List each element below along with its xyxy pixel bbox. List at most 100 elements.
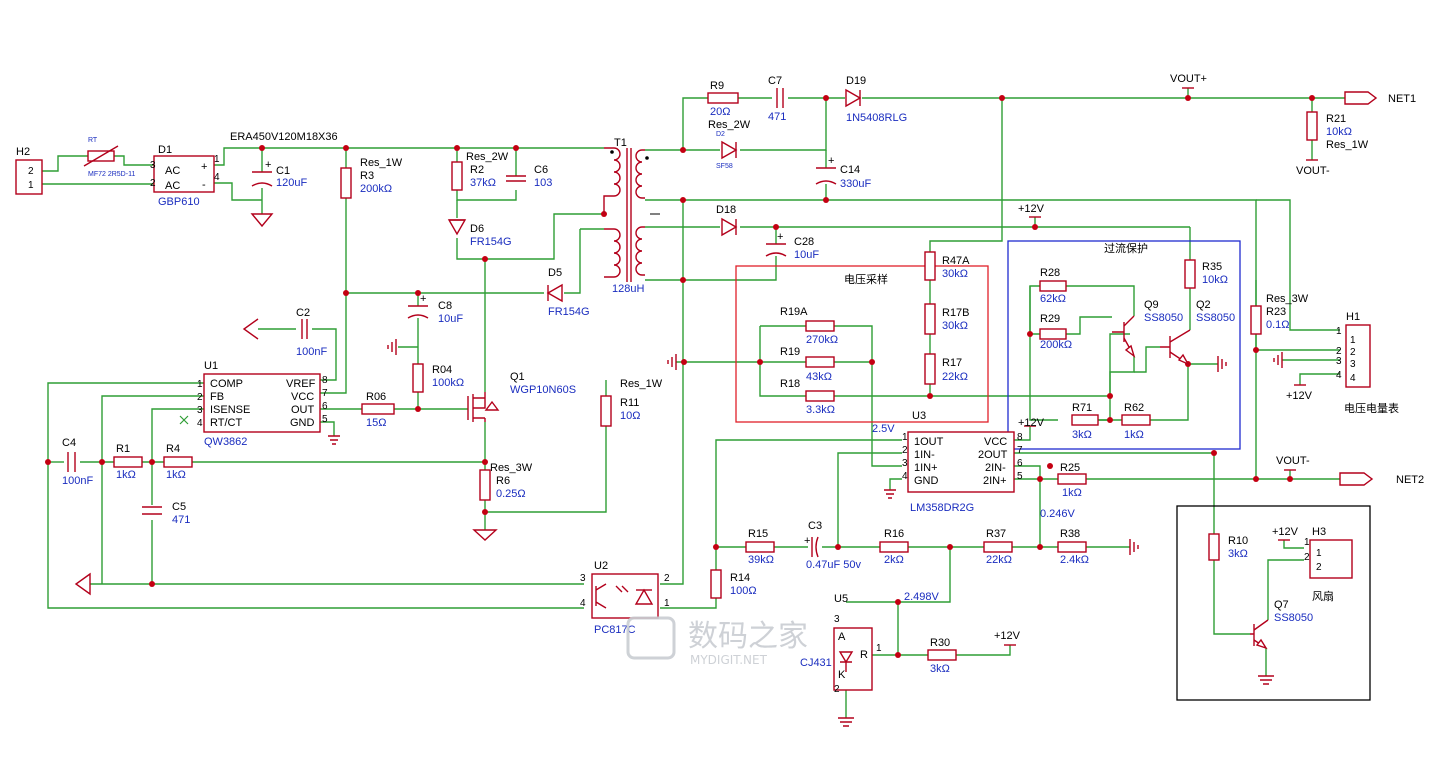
resistor-r71: R71 3kΩ (1071, 402, 1099, 441)
svg-text:Res_1W: Res_1W (1326, 139, 1369, 151)
svg-text:3kΩ: 3kΩ (930, 663, 950, 675)
svg-text:C7: C7 (768, 75, 782, 87)
svg-text:R25: R25 (1060, 462, 1080, 474)
svg-text:1: 1 (1336, 326, 1342, 337)
svg-text:C14: C14 (840, 164, 860, 176)
svg-text:D19: D19 (846, 75, 866, 87)
svg-text:2: 2 (664, 573, 670, 584)
svg-text:0.25Ω: 0.25Ω (496, 488, 526, 500)
svg-text:R47A: R47A (942, 255, 970, 267)
svg-text:Q7: Q7 (1274, 599, 1289, 611)
resistor-r16: R16 2kΩ (879, 528, 909, 566)
svg-text:C2: C2 (296, 307, 310, 319)
resistor-r1: R1 1kΩ (113, 443, 143, 481)
diode-d19: D19 1N5408RLG (845, 75, 907, 124)
annotation-2-5v: 2.5V (872, 423, 895, 435)
connector-h2: H2 2 1 (15, 146, 43, 195)
resistor-r21: R21 10kΩ Res_1W VOUT- (1296, 111, 1369, 177)
svg-text:R29: R29 (1040, 313, 1060, 325)
svg-text:2.4kΩ: 2.4kΩ (1060, 554, 1089, 566)
cap-label-era: ERA450V120M18X36 (230, 131, 338, 143)
svg-text:2: 2 (902, 445, 908, 456)
svg-text:VCC: VCC (291, 391, 314, 403)
svg-text:CJ431: CJ431 (800, 657, 832, 669)
svg-text:2: 2 (1336, 346, 1342, 357)
svg-text:103: 103 (534, 177, 552, 189)
resistor-r28: R28 62kΩ (1039, 267, 1067, 305)
net-flag-net2: NET2 (1339, 472, 1424, 486)
svg-text:3kΩ: 3kΩ (1228, 548, 1248, 560)
svg-text:R6: R6 (496, 475, 510, 487)
svg-text:2kΩ: 2kΩ (884, 554, 904, 566)
voltage-sampling-title: 电压采样 (844, 272, 888, 286)
svg-text:Res_2W: Res_2W (708, 119, 751, 131)
svg-text:风扇: 风扇 (1312, 589, 1334, 603)
svg-text:1IN+: 1IN+ (914, 462, 938, 474)
resistor-r9: R9 20Ω Res_2W (707, 80, 751, 131)
svg-text:3: 3 (197, 405, 203, 416)
svg-text:AC: AC (165, 180, 180, 192)
svg-text:1: 1 (214, 154, 220, 165)
svg-text:10uF: 10uF (438, 313, 463, 325)
svg-text:4: 4 (214, 172, 220, 183)
svg-text:R62: R62 (1124, 402, 1144, 414)
svg-text:Res_3W: Res_3W (490, 462, 533, 474)
svg-text:+: + (804, 535, 810, 547)
svg-text:R16: R16 (884, 528, 904, 540)
svg-text:471: 471 (768, 111, 786, 123)
resistor-r15: R15 39kΩ (745, 528, 775, 566)
svg-text:Q2: Q2 (1196, 299, 1211, 311)
diode-d6: D6 FR154G (447, 219, 512, 248)
resistor-r35: R35 10kΩ (1184, 259, 1228, 289)
mosfet-q1: Q1 WGP10N60S (467, 371, 576, 422)
svg-text:MYDIGIT.NET: MYDIGIT.NET (690, 653, 768, 667)
svg-text:1N5408RLG: 1N5408RLG (846, 112, 907, 124)
resistor-r06: R06 15Ω (361, 391, 395, 429)
svg-text:+: + (201, 161, 207, 173)
svg-text:VOUT+: VOUT+ (1170, 73, 1207, 85)
svg-text:-: - (202, 179, 206, 191)
svg-text:+12V: +12V (1018, 417, 1045, 429)
svg-text:3: 3 (1336, 356, 1342, 367)
capacitor-c6: C6 103 (506, 164, 552, 189)
svg-text:2: 2 (1304, 552, 1310, 563)
svg-text:4: 4 (1350, 373, 1356, 384)
resistor-r10: R10 3kΩ (1208, 533, 1248, 561)
svg-text:62kΩ: 62kΩ (1040, 293, 1066, 305)
svg-text:MF72 2R5D-11: MF72 2R5D-11 (88, 171, 135, 178)
svg-text:ISENSE: ISENSE (210, 404, 250, 416)
svg-text:4: 4 (580, 598, 586, 609)
svg-text:SF58: SF58 (716, 163, 733, 170)
svg-text:1: 1 (876, 643, 882, 654)
svg-text:D5: D5 (548, 267, 562, 279)
svg-text:8: 8 (322, 375, 328, 386)
overcurrent-protection-box (1007, 240, 1241, 450)
resistor-r14: R14 100Ω (710, 569, 757, 599)
svg-text:7: 7 (322, 388, 328, 399)
svg-text:10kΩ: 10kΩ (1326, 126, 1352, 138)
svg-text:2: 2 (197, 392, 203, 403)
svg-text:471: 471 (172, 514, 190, 526)
resistor-r30: R30 3kΩ (927, 637, 957, 675)
resistor-r17: R17 22kΩ (924, 353, 968, 385)
svg-text:1kΩ: 1kΩ (1062, 487, 1082, 499)
svg-text:100nF: 100nF (296, 346, 327, 358)
svg-text:270kΩ: 270kΩ (806, 334, 838, 346)
svg-text:RT/CT: RT/CT (210, 417, 242, 429)
svg-text:R9: R9 (710, 80, 724, 92)
svg-text:3: 3 (150, 160, 156, 171)
svg-text:43kΩ: 43kΩ (806, 371, 832, 383)
resistor-r37: R37 22kΩ (983, 528, 1013, 566)
capacitor-c28: + C28 10uF (765, 231, 819, 261)
svg-text:5: 5 (1017, 471, 1023, 482)
svg-text:C5: C5 (172, 501, 186, 513)
resistor-r4: R4 1kΩ (163, 443, 193, 481)
svg-text:R10: R10 (1228, 535, 1248, 547)
net-12v-u3: +12V (1018, 417, 1045, 429)
svg-text:Res_1W: Res_1W (360, 157, 403, 169)
svg-text:2: 2 (1350, 347, 1356, 358)
svg-text:Res_3W: Res_3W (1266, 293, 1309, 305)
svg-text:2IN+: 2IN+ (983, 475, 1007, 487)
svg-text:FR154G: FR154G (470, 236, 512, 248)
